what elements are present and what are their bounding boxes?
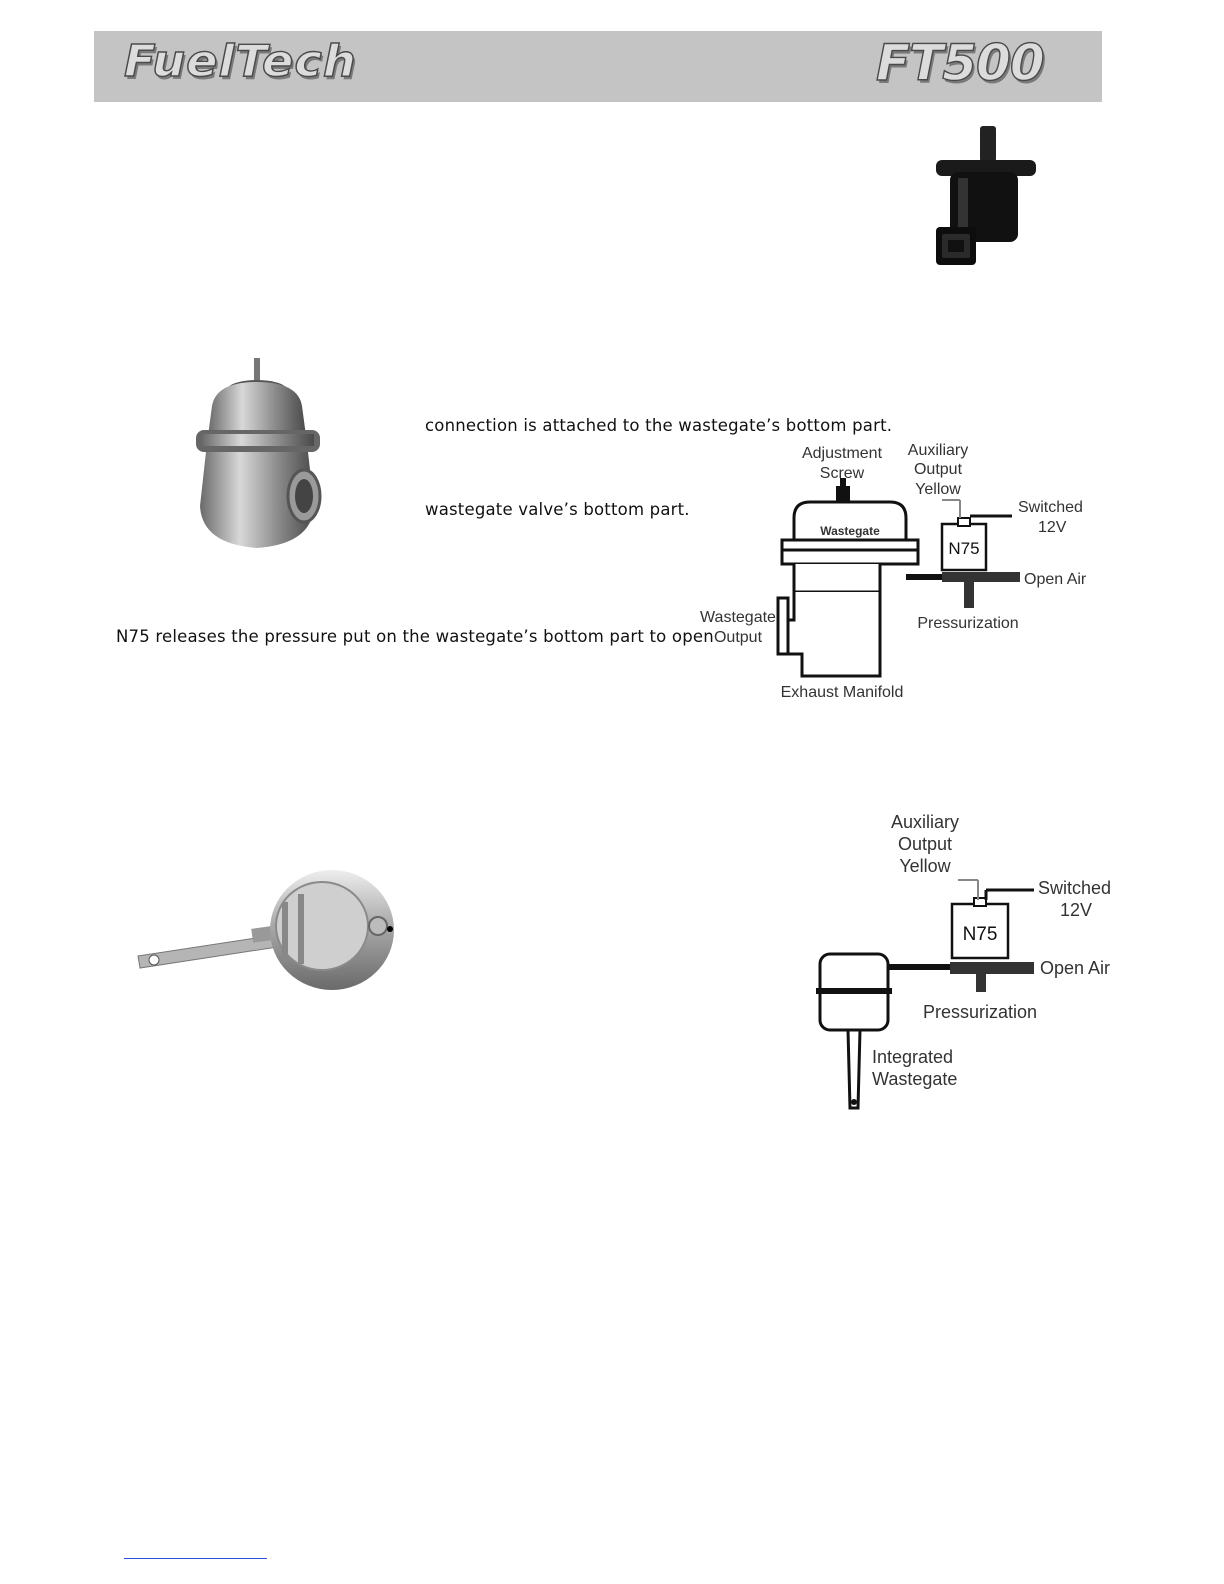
external-wastegate-diagram: Adjustment Screw Auxiliary Output Yellow…: [690, 440, 1110, 710]
label-integrated: Integrated: [872, 1047, 953, 1067]
label-wastegate-output-2: Output: [714, 629, 763, 646]
pressurization-line-2: [950, 962, 1034, 974]
pressurization-line: [942, 572, 1020, 582]
label-exhaust-manifold: Exhaust Manifold: [781, 684, 904, 701]
text-line-n75-release: N75 releases the pressure put on the was…: [116, 627, 714, 646]
integrated-wastegate-diagram: Auxiliary Output Yellow Switched 12V N75…: [810, 808, 1116, 1114]
label-yellow-2: Yellow: [899, 856, 951, 876]
external-wastegate-photo: [182, 356, 332, 556]
exhaust-manifold-shape: [784, 592, 880, 676]
integrated-wastegate-actuator-photo: [132, 864, 402, 998]
label-yellow-1: Yellow: [915, 481, 961, 498]
label-12v-2: 12V: [1060, 900, 1092, 920]
label-pressurization-1: Pressurization: [917, 615, 1018, 632]
label-adjustment: Adjustment: [802, 445, 883, 462]
label-auxiliary-1: Auxiliary: [908, 442, 968, 459]
n75-solenoid-photo: [930, 122, 1042, 272]
label-n75-1: N75: [948, 539, 979, 558]
label-output-1: Output: [914, 461, 963, 478]
label-open-air-1: Open Air: [1024, 571, 1087, 588]
fueltech-logo: FuelTech: [124, 36, 357, 87]
adjustment-screw-knob: [836, 486, 850, 502]
label-screw: Screw: [820, 465, 865, 482]
text-line-wastegate-bottom: wastegate valve’s bottom part.: [425, 500, 690, 519]
footer-link-underline: [124, 1558, 267, 1559]
label-wastegate-output-1: Wastegate: [700, 609, 776, 626]
label-auxiliary-2: Auxiliary: [891, 812, 959, 832]
label-12v-1: 12V: [1038, 519, 1067, 536]
label-output-2: Output: [898, 834, 952, 854]
label-switched-1: Switched: [1018, 499, 1083, 516]
label-pressurization-2: Pressurization: [923, 1002, 1037, 1022]
label-n75-2: N75: [963, 924, 998, 945]
label-wastegate: Wastegate: [820, 524, 880, 538]
ft500-logo: FT500: [876, 34, 1044, 92]
label-open-air-2: Open Air: [1040, 958, 1110, 978]
label-integrated-wastegate: Wastegate: [872, 1069, 957, 1089]
text-line-connection: connection is attached to the wastegate’…: [425, 416, 892, 435]
label-switched-2: Switched: [1038, 878, 1111, 898]
